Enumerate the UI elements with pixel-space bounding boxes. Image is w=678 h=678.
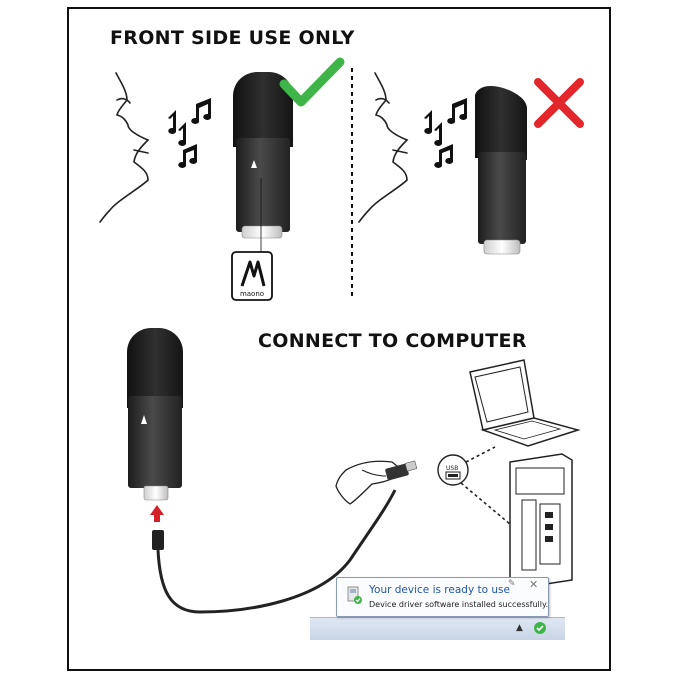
red-up-arrow-icon (150, 505, 164, 522)
device-ready-notification[interactable]: Your device is ready to use Device drive… (336, 577, 549, 617)
red-x-icon (534, 78, 584, 128)
close-icon[interactable]: ✕ (529, 578, 539, 591)
microphone-front-facing (233, 72, 293, 252)
maono-logo-badge: maono (231, 251, 273, 301)
hand-holding-plug (335, 460, 418, 505)
taskbar (310, 617, 565, 640)
laptop-computer (469, 359, 581, 447)
face-profile-right (358, 72, 409, 223)
face-profile-left (99, 72, 150, 223)
music-notes-right (424, 98, 467, 168)
front-side-heading: FRONT SIDE USE ONLY (110, 27, 355, 49)
usb-device-check-icon (347, 586, 362, 604)
connect-heading: CONNECT TO COMPUTER (258, 330, 527, 352)
microphone-side-facing (475, 86, 528, 255)
desktop-tower (509, 453, 573, 589)
notification-message: Device driver software installed success… (369, 600, 549, 609)
green-checkmark-icon (279, 57, 345, 107)
microphone-usb (127, 328, 183, 501)
maono-logo-text: maono (240, 290, 264, 298)
usb-tray-icon[interactable] (533, 621, 547, 635)
pin-icon[interactable]: ✎ (508, 579, 516, 589)
music-notes-left (168, 98, 211, 168)
notification-title: Your device is ready to use (369, 584, 510, 596)
tray-expand-icon[interactable]: ▲ (516, 623, 523, 633)
usb-cable (152, 489, 397, 614)
usb-port-label: USB (446, 465, 459, 472)
